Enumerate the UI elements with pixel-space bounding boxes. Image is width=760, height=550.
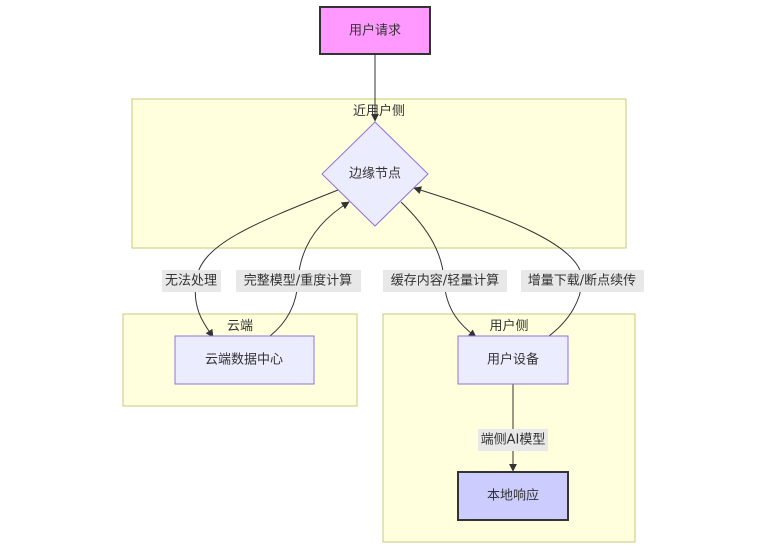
- svg-text:端侧AI模型: 端侧AI模型: [481, 433, 546, 448]
- node-local-response[interactable]: 本地响应: [457, 471, 569, 521]
- cluster-user-side-label: 用户侧: [489, 318, 528, 334]
- svg-text:云端数据中心: 云端数据中心: [205, 353, 283, 368]
- svg-text:用户请求: 用户请求: [349, 23, 401, 39]
- svg-text:无法处理: 无法处理: [165, 274, 217, 289]
- edge-label-incremental-download: 增量下载/断点续传: [521, 270, 644, 292]
- edge-label-cache-content: 缓存内容/轻量计算: [383, 270, 507, 292]
- svg-text:增量下载/断点续传: 增量下载/断点续传: [528, 274, 636, 289]
- cluster-cloud: 云端: [122, 313, 358, 407]
- edge-label-on-device-ai: 端侧AI模型: [478, 429, 548, 451]
- cluster-near-user-label: 近用户侧: [353, 103, 405, 119]
- edge-edge-node-to-cloud: [194, 189, 339, 338]
- svg-text:边缘节点: 边缘节点: [349, 167, 401, 182]
- svg-text:缓存内容/轻量计算: 缓存内容/轻量计算: [391, 273, 499, 289]
- node-user-request[interactable]: 用户请求: [319, 6, 431, 55]
- edge-device-to-edge-node: [413, 186, 583, 337]
- node-cloud-data-center[interactable]: 云端数据中心: [174, 335, 315, 385]
- edge-label-full-model: 完整模型/重度计算: [236, 270, 361, 292]
- edge-label-cannot-handle: 无法处理: [162, 270, 221, 292]
- svg-text:用户设备: 用户设备: [487, 352, 539, 368]
- node-edge-node[interactable]: 边缘节点: [321, 121, 429, 227]
- cluster-cloud-label: 云端: [227, 319, 253, 334]
- svg-text:本地响应: 本地响应: [487, 488, 539, 504]
- svg-text:完整模型/重度计算: 完整模型/重度计算: [244, 273, 352, 289]
- node-user-device[interactable]: 用户设备: [457, 335, 569, 385]
